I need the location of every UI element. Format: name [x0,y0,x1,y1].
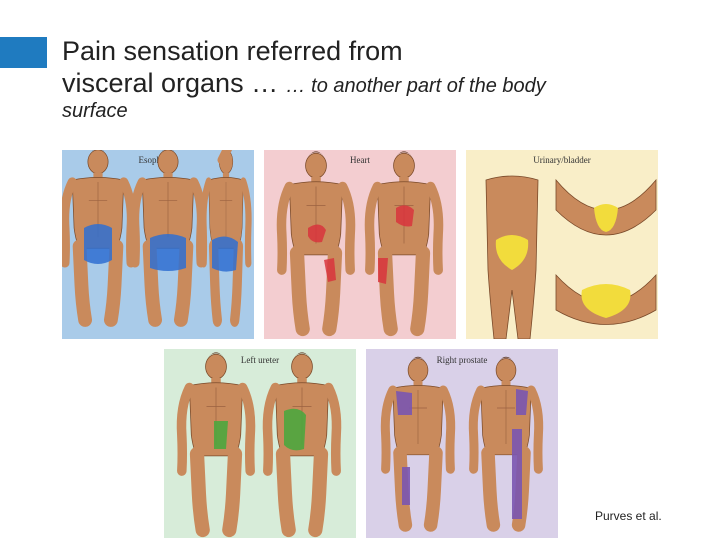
pain-zone [84,224,112,264]
pain-zone [308,224,326,243]
pain-zone [378,258,388,284]
panel-esophagus: Esophagus [62,150,254,339]
panel-prostate: Right prostate [366,349,558,538]
pain-zone [324,258,336,282]
pain-zone [402,467,410,505]
panel-bladder: Urinary/bladder [466,150,658,339]
pain-zone [396,391,412,415]
image-credit: Purves et al. [595,509,662,523]
pain-zone [594,204,618,232]
pain-zone [284,408,306,451]
figure-legs-view-1 [555,178,657,236]
title-line-2: visceral organs … [62,67,286,98]
pain-zone [150,234,186,271]
panel-label-heart: Heart [350,155,370,165]
pain-zone [516,389,528,415]
pain-zone [495,235,529,270]
title-accent-bar [0,37,47,68]
panel-ureter: Left ureter [164,349,356,538]
title-subtitle: … to another part of the body [285,74,546,97]
panel-label-ureter: Left ureter [241,355,279,365]
pain-zone [512,429,522,519]
title-line-1: Pain sensation referred from [62,36,403,66]
panel-background [366,349,558,538]
pain-zone [212,236,238,272]
title-line-3: surface [62,99,128,122]
panel-label-bladder: Urinary/bladder [533,155,590,165]
panel-background [264,150,456,339]
panel-heart: Heart [264,150,456,339]
panel-label-prostate: Right prostate [437,355,488,365]
pain-zone [581,284,631,318]
slide-title: Pain sensation referred from visceral or… [62,36,712,123]
pain-zone [396,205,414,227]
pain-zone [214,421,228,449]
